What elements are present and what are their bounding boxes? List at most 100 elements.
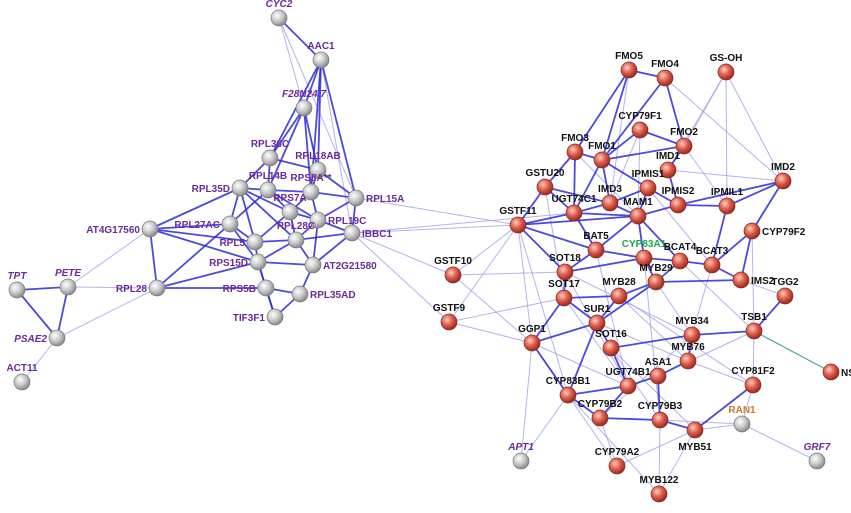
node-myb29[interactable]: MYB29 xyxy=(639,263,673,291)
node-circle-cyp83b1[interactable] xyxy=(559,386,577,404)
node-circle-at4g17560[interactable] xyxy=(141,220,159,238)
node-ggp1[interactable]: GGP1 xyxy=(518,324,546,352)
node-circle-gs-oh[interactable] xyxy=(717,63,735,81)
node-bcat4[interactable]: BCAT4 xyxy=(664,242,697,270)
node-circle-ugt74c1[interactable] xyxy=(565,204,583,222)
node-bat5[interactable]: BAT5 xyxy=(583,231,609,259)
node-circle-tif3f1[interactable] xyxy=(266,308,284,326)
node-fmo5[interactable]: FMO5 xyxy=(615,51,643,79)
node-rpl35d[interactable]: RPL35D xyxy=(192,179,249,197)
node-circle-psae2[interactable] xyxy=(48,329,66,347)
node-circle-tgg2[interactable] xyxy=(776,287,794,305)
node-bcat3[interactable]: BCAT3 xyxy=(696,246,729,274)
node-imd1[interactable]: IMD1 xyxy=(656,151,680,179)
node-ugt74c1[interactable]: UGT74C1 xyxy=(551,194,597,222)
node-rpl27ac[interactable]: RPL27AC xyxy=(174,215,239,233)
node-tgg2[interactable]: TGG2 xyxy=(771,277,799,305)
node-gstf9[interactable]: GSTF9 xyxy=(433,303,466,331)
node-circle-nsp1[interactable] xyxy=(822,363,840,381)
node-imd2[interactable]: IMD2 xyxy=(771,162,795,190)
node-grf7[interactable]: GRF7 xyxy=(804,442,831,470)
node-circle-fmo5[interactable] xyxy=(620,61,638,79)
node-circle-fmo2[interactable] xyxy=(675,137,693,155)
node-circle-ipmil1[interactable] xyxy=(718,197,736,215)
node-circle-ggp1[interactable] xyxy=(523,334,541,352)
node-circle-rps8a[interactable] xyxy=(302,183,320,201)
node-rps5b[interactable]: RPS5B xyxy=(223,279,275,297)
node-aac1[interactable]: AAC1 xyxy=(307,41,335,69)
node-cyp79f1[interactable]: CYP79F1 xyxy=(618,111,662,139)
node-rpl28c[interactable]: RPL28C xyxy=(277,221,315,249)
node-circle-rpl28[interactable] xyxy=(148,279,166,297)
node-at2g21580[interactable]: AT2G21580 xyxy=(304,256,377,274)
node-cyc2[interactable]: CYC2 xyxy=(266,0,293,27)
node-cyp81f2[interactable]: CYP81F2 xyxy=(731,366,775,394)
node-circle-ibbc1[interactable] xyxy=(343,224,361,242)
node-ipmis2[interactable]: IPMIS2 xyxy=(662,186,695,214)
node-circle-cyp79f1[interactable] xyxy=(631,121,649,139)
node-myb76[interactable]: MYB76 xyxy=(671,342,705,370)
node-cyp83a1[interactable]: CYP83A1 xyxy=(622,239,667,267)
node-circle-apt1[interactable] xyxy=(512,452,530,470)
node-circle-cyp79a2[interactable] xyxy=(608,457,626,475)
node-circle-act11[interactable] xyxy=(13,373,31,391)
node-gs-oh[interactable]: GS-OH xyxy=(710,53,743,81)
node-circle-myb34[interactable] xyxy=(683,326,701,344)
node-gstf11[interactable]: GSTF11 xyxy=(499,206,537,234)
node-sot18[interactable]: SOT18 xyxy=(549,253,581,281)
node-circle-myb76[interactable] xyxy=(679,352,697,370)
node-circle-cyc2[interactable] xyxy=(270,9,288,27)
node-circle-ipmis2[interactable] xyxy=(669,196,687,214)
node-circle-sot18[interactable] xyxy=(556,263,574,281)
node-circle-ran1[interactable] xyxy=(733,415,751,433)
node-circle-cyp79b2[interactable] xyxy=(591,409,609,427)
node-tif3f1[interactable]: TIF3F1 xyxy=(233,308,284,326)
node-circle-rpl35d[interactable] xyxy=(231,179,249,197)
node-circle-rps15d[interactable] xyxy=(249,253,267,271)
node-rps7a[interactable]: RPS7A xyxy=(273,193,307,221)
node-fmo3[interactable]: FMO3 xyxy=(561,133,589,161)
node-circle-f28n24-7[interactable] xyxy=(295,99,313,117)
node-circle-cyp79b3[interactable] xyxy=(651,411,669,429)
node-myb122[interactable]: MYB122 xyxy=(640,475,679,503)
node-cyp83b1[interactable]: CYP83B1 xyxy=(546,376,591,404)
node-circle-rpl5[interactable] xyxy=(246,233,264,251)
node-circle-rpl36c[interactable] xyxy=(261,149,279,167)
node-circle-sur1[interactable] xyxy=(588,314,606,332)
node-circle-cyp81f2[interactable] xyxy=(744,376,762,394)
node-tpt[interactable]: TPT xyxy=(8,271,28,299)
node-circle-rpl15a[interactable] xyxy=(347,189,365,207)
node-circle-fmo1[interactable] xyxy=(593,151,611,169)
node-circle-myb28[interactable] xyxy=(610,287,628,305)
node-sot16[interactable]: SOT16 xyxy=(595,329,627,357)
node-circle-rpl18ab[interactable] xyxy=(309,161,327,179)
node-circle-myb122[interactable] xyxy=(650,485,668,503)
node-rps8a[interactable]: RPS8A** xyxy=(290,173,332,201)
node-circle-bat5[interactable] xyxy=(587,241,605,259)
node-rpl15a[interactable]: RPL15A xyxy=(347,189,404,207)
node-asa1[interactable]: ASA1 xyxy=(645,357,672,385)
node-circle-gstf11[interactable] xyxy=(509,216,527,234)
node-circle-ugt74b1[interactable] xyxy=(619,377,637,395)
node-circle-imd3[interactable] xyxy=(601,194,619,212)
node-circle-rpl27ac[interactable] xyxy=(221,215,239,233)
node-circle-rpl19c[interactable] xyxy=(309,211,327,229)
node-ibbc1[interactable]: IBBC1 xyxy=(343,224,392,242)
node-rpl28[interactable]: RPL28 xyxy=(116,279,166,297)
node-circle-ipmis1[interactable] xyxy=(639,179,657,197)
node-psae2[interactable]: PSAE2 xyxy=(14,329,66,347)
node-circle-rps5b[interactable] xyxy=(257,279,275,297)
node-circle-tsb1[interactable] xyxy=(745,322,763,340)
node-circle-sot16[interactable] xyxy=(602,339,620,357)
node-tsb1[interactable]: TSB1 xyxy=(741,312,767,340)
node-act11[interactable]: ACT11 xyxy=(6,363,38,391)
node-myb51[interactable]: MYB51 xyxy=(678,421,712,453)
node-circle-gstf10[interactable] xyxy=(444,266,462,284)
node-f28n24-7[interactable]: F28N24.7 xyxy=(282,89,326,117)
node-at4g17560[interactable]: AT4G17560 xyxy=(86,220,159,238)
node-circle-rps7a[interactable] xyxy=(281,203,299,221)
node-circle-gstf9[interactable] xyxy=(440,313,458,331)
node-fmo1[interactable]: FMO1 xyxy=(588,141,616,169)
node-rpl18ab[interactable]: RPL18AB xyxy=(295,151,341,179)
node-cyp79a2[interactable]: CYP79A2 xyxy=(595,447,640,475)
